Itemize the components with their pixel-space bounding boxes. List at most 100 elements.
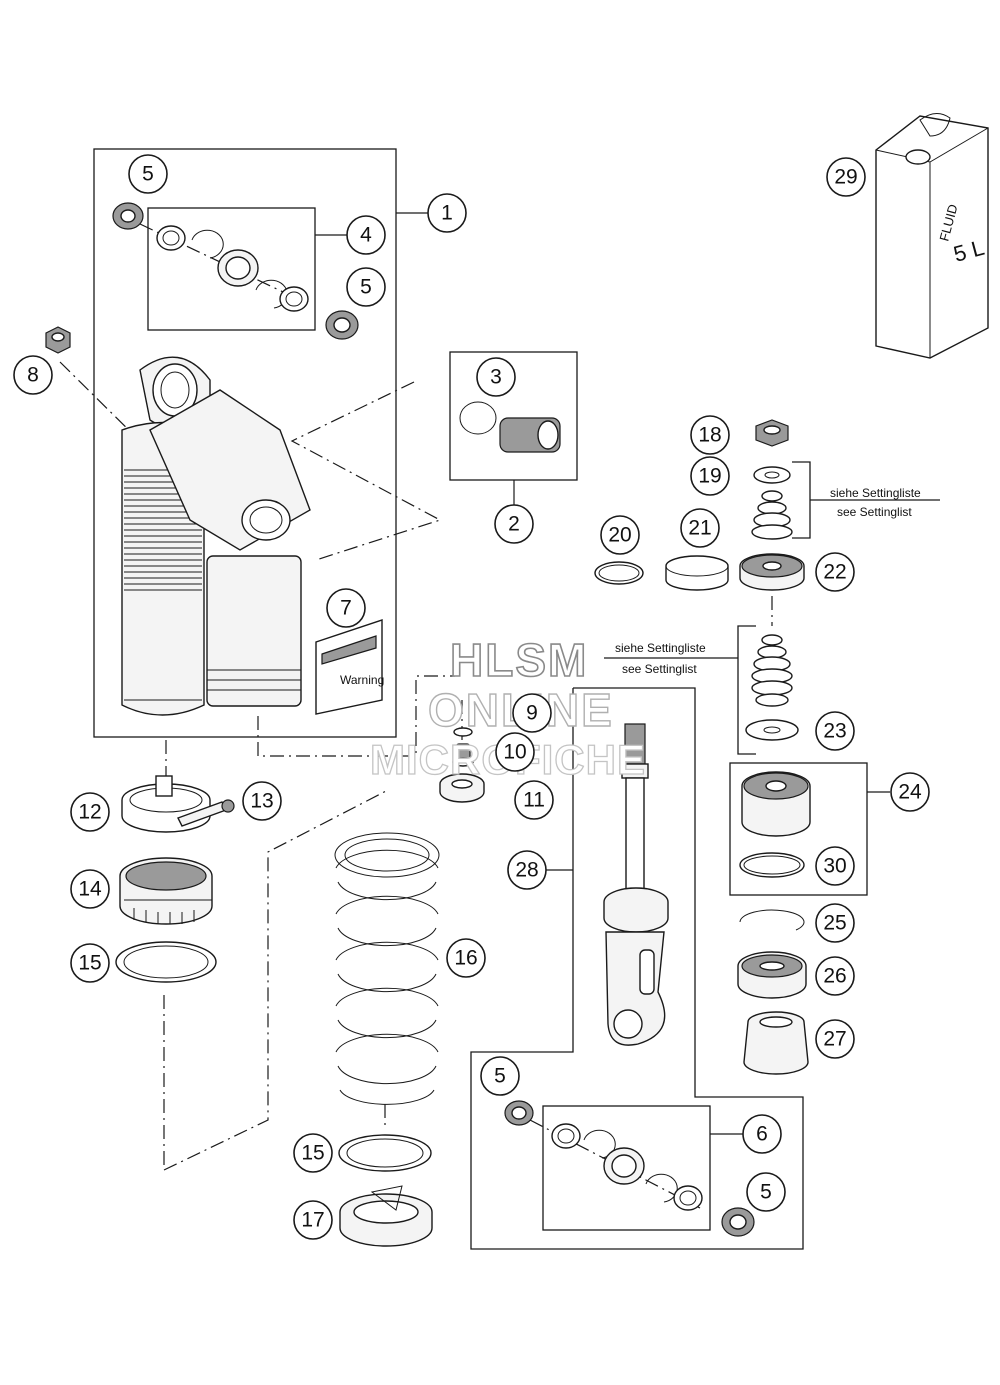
setting-note-de-1: siehe Settingliste: [830, 486, 921, 500]
callout-25: 25: [815, 903, 855, 943]
svg-text:2: 2: [508, 513, 520, 536]
callout-8: 8: [13, 355, 53, 395]
svg-text:9: 9: [526, 702, 538, 725]
svg-text:21: 21: [688, 517, 711, 540]
callout-2: 2: [494, 504, 534, 544]
spring-16: [334, 832, 440, 1105]
callout-30: 30: [815, 846, 855, 886]
svg-text:28: 28: [515, 859, 538, 882]
svg-text:25: 25: [823, 912, 846, 935]
callout-14: 14: [70, 869, 110, 909]
callout-16: 16: [446, 938, 486, 978]
washer-23: [745, 719, 799, 741]
svg-text:11: 11: [523, 789, 545, 812]
piston-22: [739, 553, 805, 591]
setting-note-en-1: see Settinglist: [837, 505, 912, 519]
callout-7: 7: [326, 588, 366, 628]
bolt-8: [45, 326, 71, 354]
svg-text:12: 12: [78, 801, 101, 824]
bump-rubber-27: [743, 1011, 809, 1075]
svg-text:8: 8: [27, 364, 39, 387]
washer-15-bottom: [338, 1134, 432, 1172]
svg-text:5: 5: [142, 163, 154, 186]
bearing-set-6: [551, 1123, 703, 1211]
svg-text:10: 10: [503, 741, 526, 764]
svg-text:13: 13: [250, 790, 273, 813]
callout-19: 19: [690, 456, 730, 496]
svg-text:1: 1: [441, 202, 453, 225]
nut-18: [755, 419, 789, 447]
watermark-line-1: HLSM: [450, 634, 588, 686]
callout-24: 24: [890, 772, 930, 812]
callout-13: 13: [242, 781, 282, 821]
spring-seat-17: [339, 1185, 433, 1247]
shim-stack-upper: [751, 490, 793, 540]
svg-text:23: 23: [823, 720, 846, 743]
needle-valve-10: [452, 743, 474, 767]
svg-text:26: 26: [823, 965, 846, 988]
cap-11: [439, 773, 485, 803]
callout-29: 29: [826, 157, 866, 197]
callout-15-top: 15: [70, 943, 110, 983]
washer-15-top: [115, 941, 217, 983]
spring-adjuster-14: [119, 857, 213, 925]
svg-text:16: 16: [454, 947, 477, 970]
shock-absorber-body-1: [121, 356, 311, 716]
svg-text:22: 22: [823, 561, 846, 584]
shim-stack-lower: [751, 634, 793, 707]
svg-text:7: 7: [340, 597, 352, 620]
assembly-box-28: [470, 687, 804, 1250]
svg-text:6: 6: [756, 1123, 768, 1146]
callout-20: 20: [600, 515, 640, 555]
callout-11: 11: [514, 780, 554, 820]
lock-ring-12: [121, 775, 211, 833]
assembly-box-4: [147, 207, 316, 331]
rebound-cap-24: [741, 771, 811, 837]
fluid-can-29: FLUID 5 L: [875, 113, 989, 359]
callout-27: 27: [815, 1019, 855, 1059]
clamp-screw-13: [177, 799, 235, 827]
svg-text:30: 30: [823, 855, 846, 878]
seal-5-right: [325, 310, 359, 340]
washer-9: [453, 727, 473, 737]
assembly-box-1: [93, 148, 397, 738]
svg-text:14: 14: [78, 878, 102, 901]
o-ring-20: [594, 561, 644, 585]
callout-5-lower-right: 5: [746, 1172, 786, 1212]
svg-text:3: 3: [490, 366, 502, 389]
svg-text:27: 27: [823, 1028, 846, 1051]
callout-6: 6: [742, 1114, 782, 1154]
callout-17: 17: [293, 1200, 333, 1240]
callout-26: 26: [815, 956, 855, 996]
svg-text:29: 29: [834, 166, 857, 189]
assembly-box-24: [729, 762, 868, 896]
o-ring-30: [739, 852, 805, 878]
svg-text:18: 18: [698, 424, 721, 447]
callout-5-top-right: 5: [346, 267, 386, 307]
callout-22: 22: [815, 552, 855, 592]
svg-text:15: 15: [301, 1142, 324, 1165]
svg-text:15: 15: [78, 952, 101, 975]
circlip-25: [739, 909, 805, 931]
callout-3: 3: [476, 357, 516, 397]
callout-9: 9: [512, 693, 552, 733]
assembly-box-6: [542, 1105, 711, 1231]
setting-note-de-2: siehe Settingliste: [615, 641, 706, 655]
bearing-set-4: [156, 225, 309, 312]
svg-text:4: 4: [360, 224, 372, 247]
svg-text:5: 5: [760, 1181, 772, 1204]
callout-15-bottom: 15: [293, 1133, 333, 1173]
svg-text:24: 24: [898, 781, 922, 804]
bump-cap-26: [737, 951, 807, 999]
callout-5-lower-left: 5: [480, 1056, 520, 1096]
svg-text:5: 5: [360, 276, 372, 299]
warning-label-text: Warning: [340, 673, 384, 687]
callout-1: 1: [427, 193, 467, 233]
svg-text:5: 5: [494, 1065, 506, 1088]
callout-5-top-left: 5: [128, 154, 168, 194]
washer-19: [753, 466, 791, 484]
callout-12: 12: [70, 792, 110, 832]
svg-text:19: 19: [698, 465, 721, 488]
svg-text:17: 17: [301, 1209, 324, 1232]
